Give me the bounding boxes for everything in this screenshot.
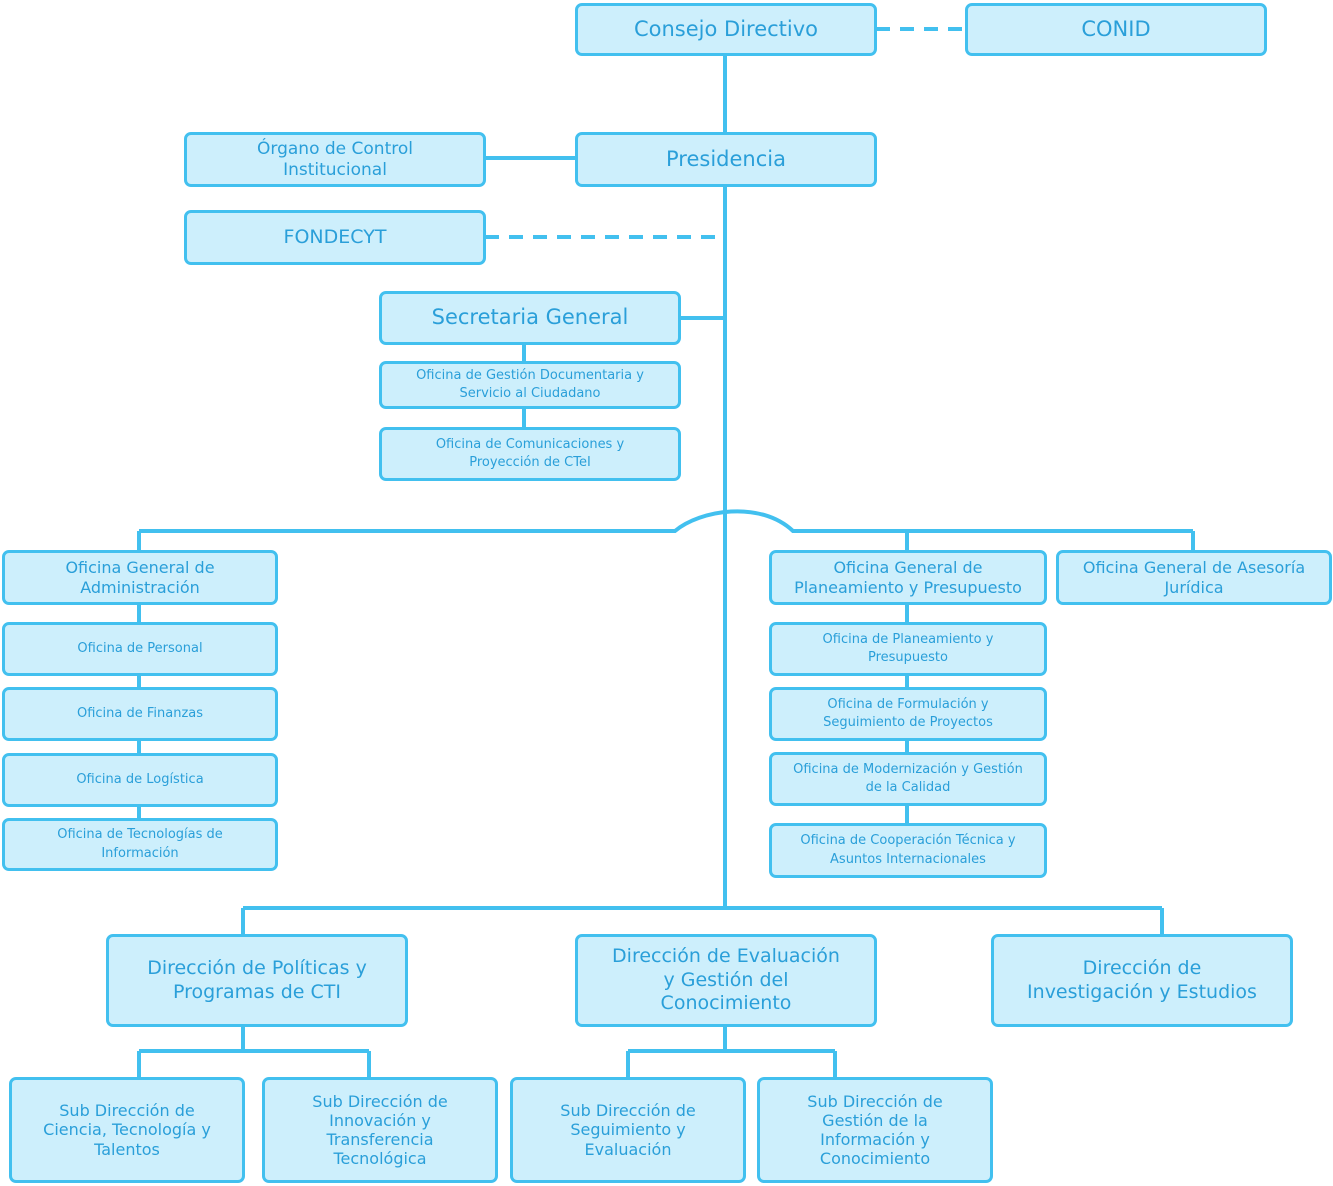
oci-box: Órgano de Control Institucional [184,132,486,187]
ogd-box: Oficina de Gestión Documentaria y Servic… [379,361,681,409]
cooperacion-box: Oficina de Cooperación Técnica y Asuntos… [769,823,1047,878]
conid-box: CONID [965,3,1267,56]
modernizacion-box: Oficina de Modernización y Gestión de la… [769,752,1047,806]
finanzas-label: Oficina de Finanzas [76,705,204,721]
tecnologias-label: Oficina de Tecnologías de Información [57,827,223,861]
logistica-box: Oficina de Logística [2,753,278,807]
tecnologias-box: Oficina de Tecnologías de Información [2,818,278,871]
consejo-directivo-label: Consejo Directivo [633,16,819,41]
dpp-label: Dirección de Políticas y Programas de CT… [147,956,367,1003]
planeamiento-box: Oficina de Planeamiento y Presupuesto [769,622,1047,676]
deg-label: Dirección de Evaluación y Gestión del Co… [612,944,840,1015]
ocp-box: Oficina de Comunicaciones y Proyección d… [379,427,681,481]
sd-seguimiento-box: Sub Dirección de Seguimiento y Evaluació… [510,1077,746,1183]
sd-gestion-label: Sub Dirección de Gestión de la Informaci… [807,1091,943,1169]
logistica-label: Oficina de Logística [76,771,204,787]
oga-label: Oficina General de Administración [65,558,215,597]
fondecyt-box: FONDECYT [184,210,486,265]
oci-label: Órgano de Control Institucional [257,139,413,180]
formulacion-label: Oficina de Formulación y Seguimiento de … [823,696,993,730]
fondecyt-label: FONDECYT [283,225,387,248]
oga-box: Oficina General de Administración [2,550,278,605]
presidencia-label: Presidencia [666,146,786,171]
ogpp-label: Oficina General de Planeamiento y Presup… [794,558,1022,597]
ogd-label: Oficina de Gestión Documentaria y Servic… [416,367,644,401]
sd-innovacion-label: Sub Dirección de Innovación y Transferen… [312,1091,448,1169]
finanzas-box: Oficina de Finanzas [2,687,278,741]
formulacion-box: Oficina de Formulación y Seguimiento de … [769,687,1047,741]
presidencia-box: Presidencia [575,132,877,187]
dpp-box: Dirección de Políticas y Programas de CT… [106,934,408,1027]
sd-innovacion-box: Sub Dirección de Innovación y Transferen… [262,1077,498,1183]
sd-ciencia-box: Sub Dirección de Ciencia, Tecnología y T… [9,1077,245,1183]
ocp-label: Oficina de Comunicaciones y Proyección d… [435,436,625,470]
secretaria-general-label: Secretaria General [431,305,629,330]
ogpp-box: Oficina General de Planeamiento y Presup… [769,550,1047,605]
planeamiento-label: Oficina de Planeamiento y Presupuesto [822,631,994,665]
consejo-directivo-box: Consejo Directivo [575,3,877,56]
secretaria-general-box: Secretaria General [379,291,681,345]
personal-label: Oficina de Personal [77,640,203,656]
branch-line-hop [139,509,1193,533]
sd-gestion-box: Sub Dirección de Gestión de la Informaci… [757,1077,993,1183]
cooperacion-label: Oficina de Cooperación Técnica y Asuntos… [800,833,1016,867]
ogaj-box: Oficina General de Asesoría Jurídica [1056,550,1332,605]
die-box: Dirección de Investigación y Estudios [991,934,1293,1027]
ogaj-label: Oficina General de Asesoría Jurídica [1082,558,1306,597]
sd-seguimiento-label: Sub Dirección de Seguimiento y Evaluació… [560,1101,696,1159]
sd-ciencia-label: Sub Dirección de Ciencia, Tecnología y T… [43,1101,211,1159]
modernizacion-label: Oficina de Modernización y Gestión de la… [793,761,1023,795]
die-label: Dirección de Investigación y Estudios [1027,956,1257,1003]
conid-label: CONID [1081,16,1151,41]
deg-box: Dirección de Evaluación y Gestión del Co… [575,934,877,1027]
personal-box: Oficina de Personal [2,622,278,676]
